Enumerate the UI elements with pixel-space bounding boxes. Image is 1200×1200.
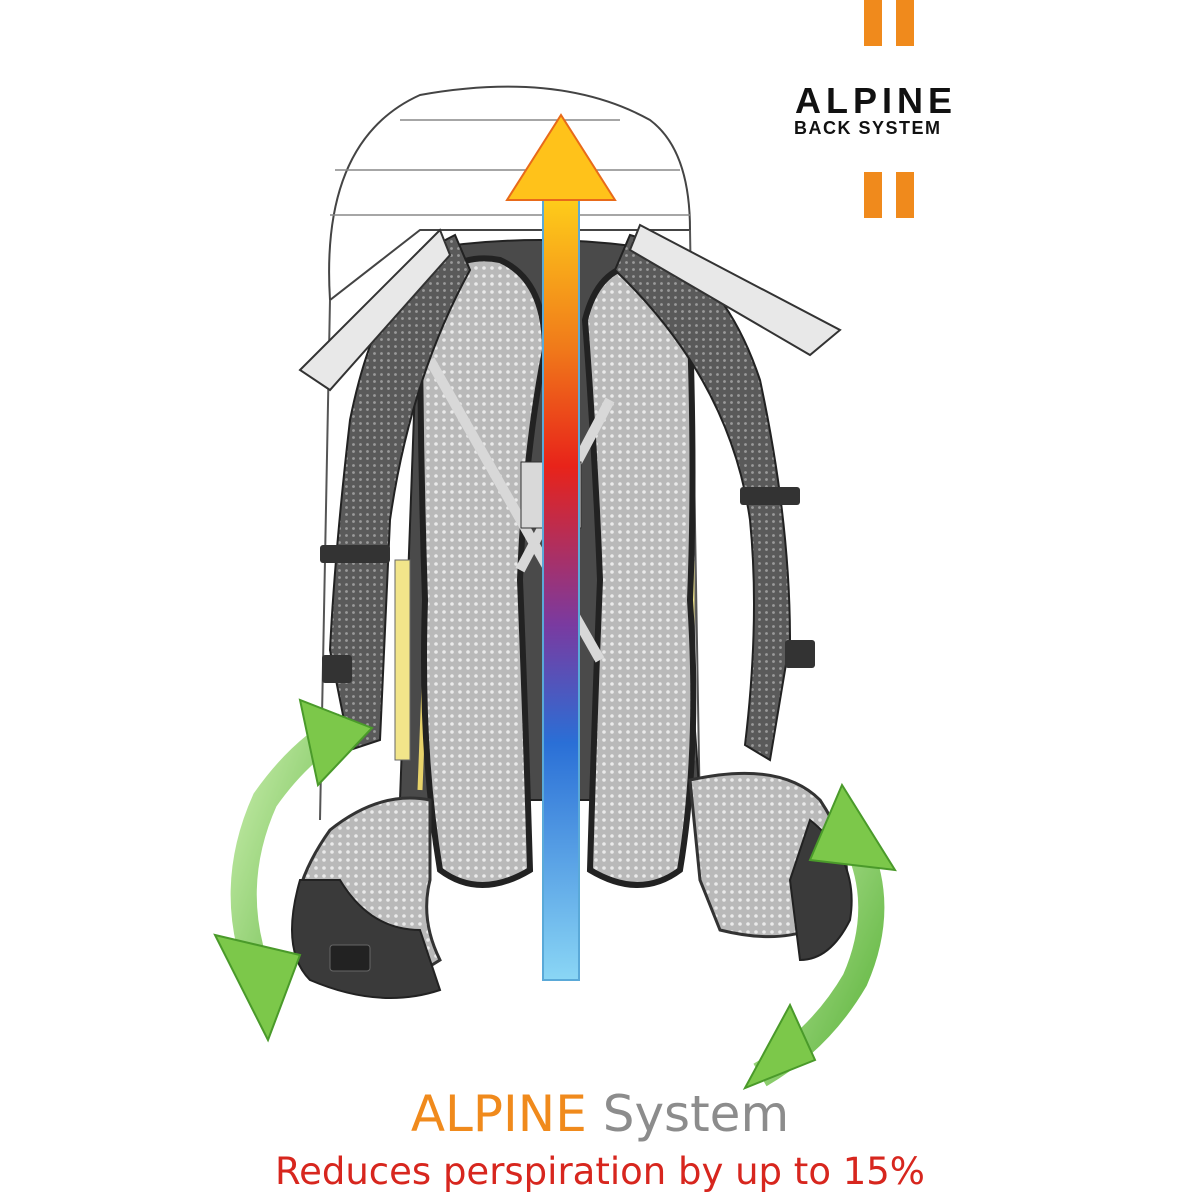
caption-word: System (602, 1085, 790, 1143)
back-panel-right (581, 261, 697, 888)
caption-brand: ALPINE (410, 1085, 587, 1143)
rotation-arrow-left (213, 698, 374, 1043)
logo-bars-top (864, 0, 914, 46)
caption-heading: ALPINE System (0, 1085, 1200, 1143)
alpine-back-system-logo: ALPINE BACK SYSTEM (790, 0, 990, 225)
hip-belt-left (291, 796, 442, 999)
logo-bars-bottom (864, 172, 914, 218)
back-panel-left (416, 255, 549, 888)
logo-subtitle: BACK SYSTEM (794, 118, 942, 138)
shoulder-strap-right (613, 223, 842, 762)
hip-belt-right (688, 771, 853, 962)
shoulder-strap-left (298, 228, 472, 752)
caption-tagline: Reduces perspiration by up to 15% (275, 1150, 925, 1193)
rotation-arrow-right (742, 782, 897, 1090)
logo-title: ALPINE (795, 80, 958, 121)
airflow-arrow (505, 113, 617, 981)
